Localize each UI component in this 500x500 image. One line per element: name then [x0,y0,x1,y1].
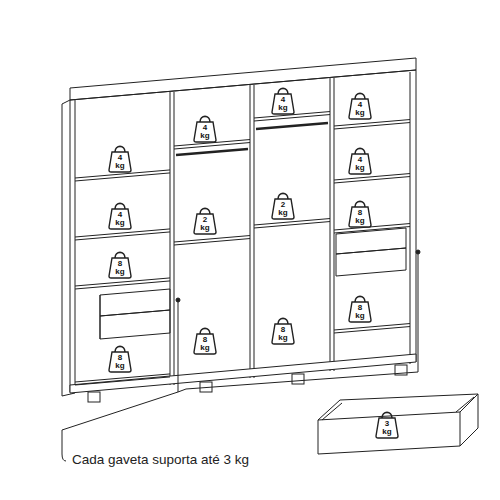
weight-icon: 4 kg [193,113,217,143]
shelf-edge [334,174,410,180]
weight-label: 4 kg [113,211,127,227]
shelf-edge [334,327,410,333]
weight-icon: 8 kg [108,343,132,373]
shelf-edge [334,123,410,129]
weight-label: 2 kg [276,201,290,217]
shelf-edge [174,143,250,149]
weight-label: 4 kg [198,124,212,140]
shelf-edge [334,324,410,330]
weight-icon: 8 kg [271,315,295,345]
shelf-edge [75,173,170,181]
weight-icon: 2 kg [193,205,217,235]
weight-icon: 8 kg [108,249,132,279]
weight-icon: 8 kg [348,293,372,323]
shelf-edge [75,377,170,385]
drawer-note: Cada gaveta suporta até 3 kg [72,452,249,467]
shelf-edge [254,222,330,228]
weight-icon: 4 kg [108,200,132,230]
shelf-edge [254,115,330,121]
weight-label: 8 kg [113,260,127,276]
weight-icon: 4 kg [348,145,372,175]
shelf-edge [334,224,410,230]
weight-icon: 3 kg [375,409,399,439]
weight-icon: 8 kg [348,198,372,228]
weight-icon: 4 kg [348,90,372,120]
weight-label: 4 kg [276,96,290,112]
weight-icon: 2 kg [271,190,295,220]
shelf-edge [334,120,410,126]
weight-label: 8 kg [198,336,212,352]
weight-label: 4 kg [353,101,367,117]
shelf-edge [174,239,250,245]
shelf-edge [174,236,250,242]
weight-label: 3 kg [380,420,394,436]
weight-icon: 4 kg [108,143,132,173]
weight-label: 2 kg [198,216,212,232]
weight-label: 8 kg [353,304,367,320]
weight-label: 4 kg [113,154,127,170]
shelf-edge [75,232,170,240]
weight-label: 8 kg [113,354,127,370]
weight-label: 8 kg [276,326,290,342]
shelf-edge [334,227,410,233]
weight-label: 4 kg [353,156,367,172]
shelf-edge [334,177,410,183]
weight-icon: 8 kg [193,325,217,355]
weight-label: 8 kg [353,209,367,225]
weight-icon: 4 kg [271,85,295,115]
shelf-edge [75,281,170,289]
